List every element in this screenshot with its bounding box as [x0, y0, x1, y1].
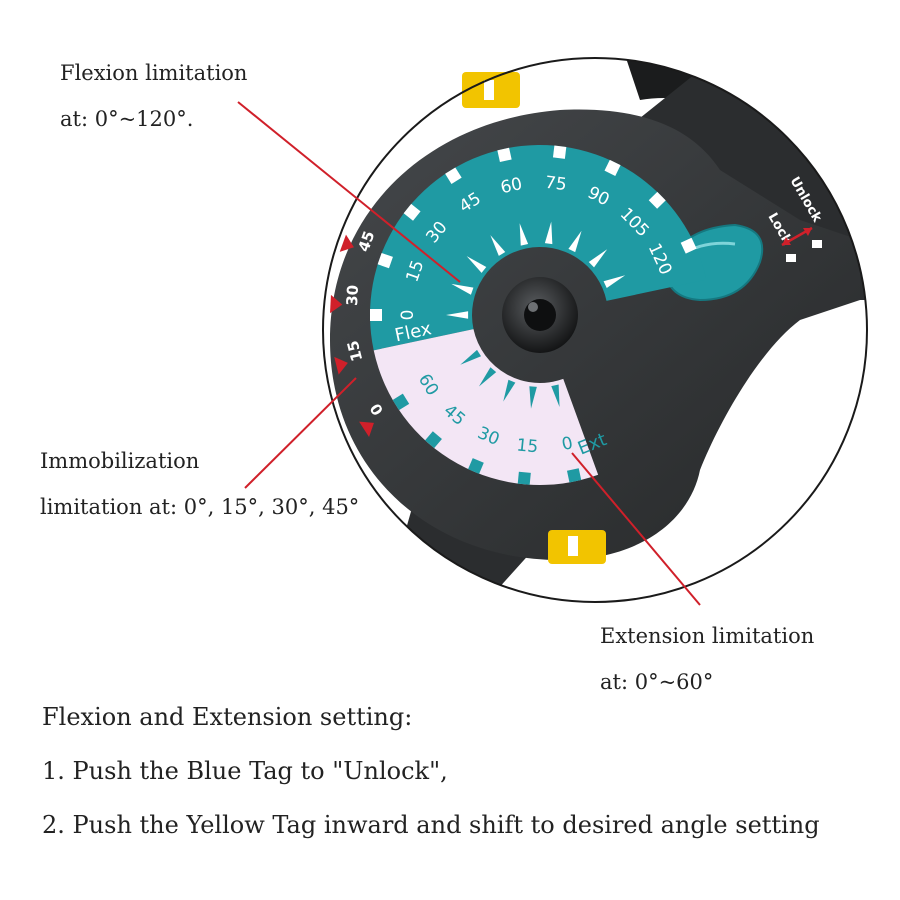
flexion-callout-line2: at: 0°~120°. [60, 107, 194, 131]
flexion-callout: Flexion limitation at: 0°~120°. [60, 50, 247, 142]
immob-marker [330, 294, 343, 314]
arrow-head-icon [782, 237, 791, 245]
flex-tick-square [604, 159, 621, 176]
flex-tick-label: 60 [499, 174, 524, 198]
flex-tick-square [648, 191, 666, 209]
ext-tick-square [566, 468, 582, 483]
ext-tick-square [468, 458, 484, 474]
ext-tick-square [517, 471, 531, 485]
flex-tick-label: 75 [544, 173, 568, 195]
extension-callout-line1: Extension limitation [600, 624, 815, 648]
immobilization-pointer-line [244, 377, 357, 489]
ext-tick-square [392, 393, 410, 411]
ext-tick-marker [503, 379, 516, 402]
flex-tick-square [445, 167, 462, 184]
ext-tick-marker [551, 384, 560, 407]
flex-tick-marker [519, 223, 529, 246]
flex-tick-marker [544, 221, 553, 245]
extension-callout: Extension limitation at: 0°~60° [600, 613, 814, 705]
ext-tick-square [425, 431, 442, 449]
immob-tick-label: 30 [343, 284, 362, 306]
ext-tick-label: 15 [516, 435, 539, 457]
flex-scale-sector [370, 145, 707, 351]
ext-scale-sector [373, 329, 599, 485]
immob-marker [339, 234, 354, 252]
flexion-pointer-line [237, 101, 461, 283]
magnifier-border [322, 57, 868, 603]
flexion-callout-line1: Flexion limitation [60, 61, 248, 85]
flex-tick-square [680, 237, 697, 254]
padlock-closed-icon [786, 254, 796, 262]
ext-tick-label: 0 [560, 433, 575, 455]
flex-tick-square [552, 145, 567, 159]
flex-tick-square [497, 147, 512, 163]
instructions-step-1: 1. Push the Blue Tag to "Unlock", [42, 757, 448, 785]
flex-tick-marker [466, 256, 487, 273]
setting-instructions: Flexion and Extension setting: 1. Push t… [42, 690, 820, 852]
flex-tick-square [377, 252, 393, 269]
flex-tick-marker [490, 235, 506, 256]
padlock-open-icon [812, 240, 822, 248]
immobilization-callout-line1: Immobilization [40, 449, 200, 473]
flex-tick-marker [451, 283, 474, 295]
immobilization-callout-line2: limitation at: 0°, 15°, 30°, 45° [40, 495, 360, 519]
ext-tick-marker [478, 367, 497, 387]
instructions-title: Flexion and Extension setting: [42, 703, 413, 731]
extension-pointer-line [571, 452, 701, 606]
instructions-step-2: 2. Push the Yellow Tag inward and shift … [42, 811, 820, 839]
flex-tick-marker [446, 311, 469, 319]
immob-marker [359, 421, 374, 437]
ext-tick-marker [529, 386, 537, 409]
flex-tick-square [370, 309, 382, 321]
flex-tick-marker [603, 275, 626, 289]
immob-marker [334, 356, 348, 375]
ext-tick-marker [460, 349, 482, 365]
flex-tick-marker [588, 249, 608, 268]
immobilization-callout: Immobilization limitation at: 0°, 15°, 3… [40, 438, 359, 530]
extension-callout-line2: at: 0°~60° [600, 670, 714, 694]
flex-tick-marker [568, 230, 582, 253]
arrow-head-icon [803, 228, 812, 236]
immob-tick-label: 15 [344, 339, 367, 364]
flex-tick-square [403, 203, 421, 221]
flex-tick-label: 0 [398, 310, 418, 321]
